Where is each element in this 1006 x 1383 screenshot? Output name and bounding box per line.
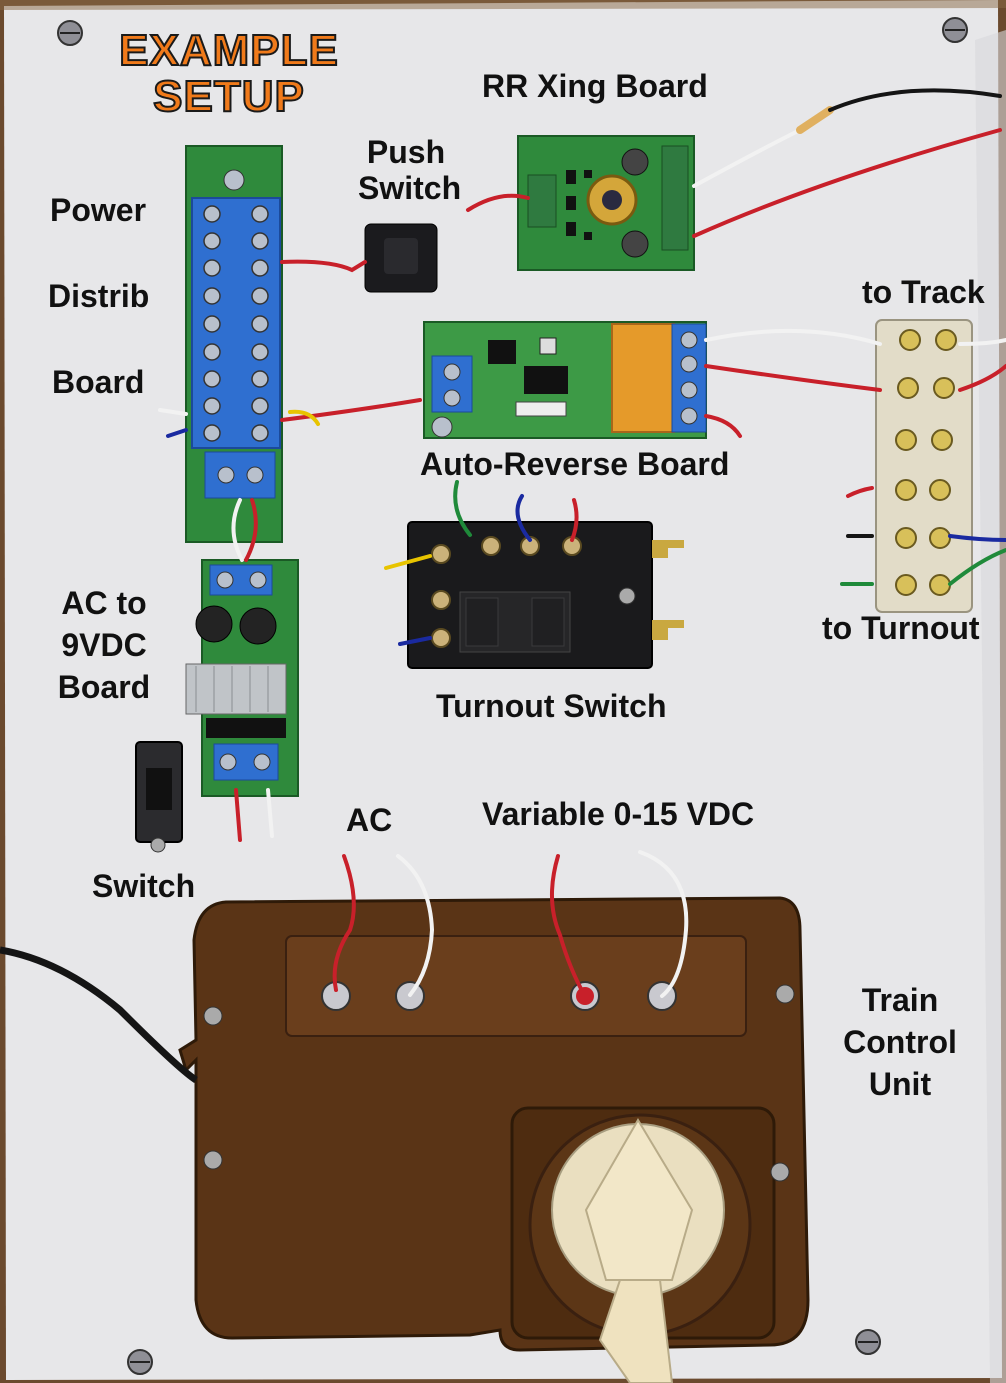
label-push-switch-line-2: Switch [358,170,462,206]
ac-to-9vdc-board [185,559,299,797]
label-push-switch-line-1: Push [366,134,446,170]
label-push-switch: Push Switch [358,134,462,206]
label-switch: Switch [92,868,196,904]
label-power-distrib-line-1: Power [50,192,147,228]
power-distrib-board [185,145,283,543]
label-train-control-line-1: Train [861,982,939,1018]
turnout-switch [407,521,684,669]
slide-switch [135,741,183,853]
power-cord [0,946,198,1083]
label-ac-to-9vdc-line-2: 9VDC [61,627,147,663]
label-variable-vdc: Variable 0-15 VDC [482,796,755,832]
label-ac-to-9vdc-line-3: Board [57,669,151,705]
title-line-1: EXAMPLE [118,26,339,75]
title-line-2: SETUP [152,72,305,122]
wiring [158,88,1006,998]
auto-reverse-board [423,321,707,439]
terminal-strip [875,319,973,613]
push-switch [364,223,438,293]
title: EXAMPLE SETUP [104,26,354,122]
label-ac-to-9vdc-line-1: AC to [61,585,147,621]
rr-xing-board [517,135,695,271]
label-to-turnout: to Turnout [822,610,980,646]
board-screws [57,17,968,1375]
label-to-track: to Track [862,274,985,310]
train-control-unit [178,896,810,1383]
label-auto-reverse-board: Auto-Reverse Board [420,446,730,482]
label-train-control-line-3: Unit [868,1066,932,1102]
label-turnout-switch: Turnout Switch [436,688,667,724]
label-train-control-unit: Train Control Unit [840,984,960,1100]
label-train-control-line-2: Control [843,1024,957,1060]
label-rr-xing-board: RR Xing Board [482,68,708,104]
label-ac-to-9vdc: AC to 9VDC Board [54,587,154,703]
label-power-distrib-line-2: Distrib [48,278,150,314]
label-power-distrib-line-3: Board [52,364,145,400]
label-ac: AC [346,802,393,838]
